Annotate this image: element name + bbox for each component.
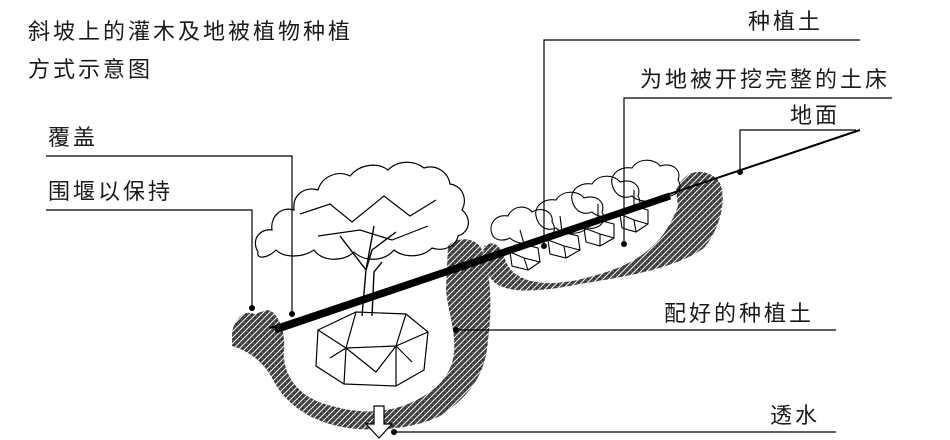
label-ground-surface: 地面: [790, 104, 841, 129]
diagram-title: 斜坡上的灌木及地被植物种植 方式示意图: [28, 14, 353, 90]
shrub-canopy: [254, 161, 469, 260]
root-ball: [315, 311, 429, 387]
shrub-trunk: [339, 225, 397, 317]
label-groundcover-bed: 为地被开挖完整的土床: [640, 68, 891, 93]
leader-dots: [249, 169, 743, 435]
drainage-arrow: [364, 405, 394, 439]
label-prepared-soil: 配好的种植土: [664, 302, 815, 327]
label-drainage: 透水: [770, 404, 821, 429]
title-line-2: 方式示意图: [28, 58, 154, 83]
label-berm: 围堰以保持: [48, 180, 174, 205]
right-soil-mass: [483, 171, 723, 291]
groundcover-plants: [490, 159, 681, 271]
label-cover: 覆盖: [48, 126, 99, 151]
title-line-1: 斜坡上的灌木及地被植物种植: [28, 20, 354, 45]
leader-lines: [46, 39, 892, 433]
label-planting-soil: 种植土: [748, 10, 824, 35]
left-soil-mass: [232, 239, 491, 430]
